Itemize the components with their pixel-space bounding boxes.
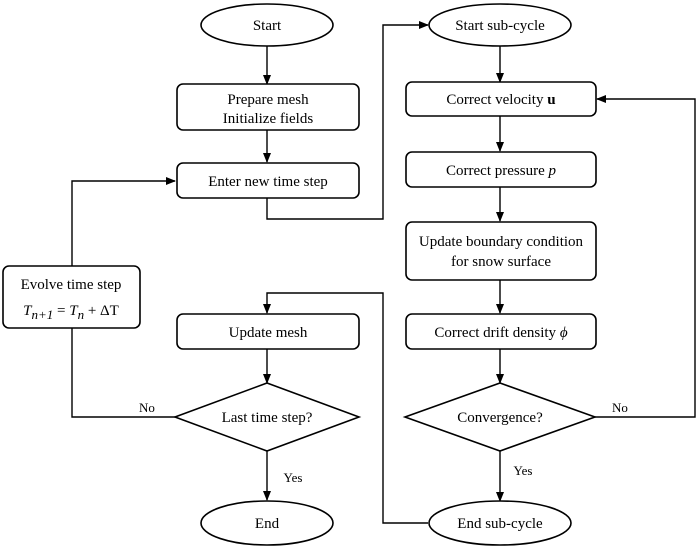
node-update-boundary-condition: Update boundary condition for snow surfa…	[405, 221, 597, 281]
node-convergence: Convergence?	[402, 382, 598, 452]
update-mesh-label: Update mesh	[229, 325, 308, 341]
node-start-sub-cycle: Start sub-cycle	[428, 3, 572, 47]
node-correct-drift-density: Correct drift density ϕ	[405, 313, 597, 350]
last-time-step-label: Last time step?	[222, 410, 313, 426]
prepare-mesh-label-2: Initialize fields	[223, 111, 314, 127]
edge-label-last-yes: Yes	[284, 470, 303, 485]
node-enter-time-step: Enter new time step	[176, 162, 360, 199]
edge-label-last-no: No	[139, 400, 155, 415]
connectors	[71, 21, 696, 524]
node-correct-pressure: Correct pressure p	[405, 151, 597, 188]
enter-time-step-label: Enter new time step	[208, 174, 328, 190]
node-evolve-time-step: Evolve time step Tn+1 = Tn + ΔT	[2, 265, 141, 329]
edge-convergence-no	[595, 95, 696, 418]
end-sub-cycle-label: End sub-cycle	[457, 516, 543, 532]
edge-label-convergence-no: No	[612, 400, 628, 415]
evolve-label: Evolve time step	[21, 277, 122, 293]
update-bc-label-1: Update boundary condition	[419, 234, 584, 250]
node-prepare-mesh: Prepare mesh Initialize fields	[176, 83, 360, 131]
node-correct-velocity: Correct velocity u	[405, 81, 597, 117]
edge-endsub-updatemesh	[263, 292, 428, 524]
start-label: Start	[253, 18, 282, 34]
node-end-sub-cycle: End sub-cycle	[428, 500, 572, 546]
start-sub-cycle-label: Start sub-cycle	[455, 18, 545, 34]
edge-evolve-enter	[71, 177, 176, 266]
edge-label-convergence-yes: Yes	[514, 463, 533, 478]
convergence-label: Convergence?	[457, 410, 543, 426]
node-start: Start	[200, 3, 334, 47]
update-bc-label-2: for snow surface	[451, 254, 551, 270]
node-end: End	[200, 500, 334, 546]
correct-pressure-label: Correct pressure p	[446, 163, 556, 179]
edge-last-no	[71, 328, 175, 418]
correct-velocity-label: Correct velocity u	[446, 92, 555, 108]
correct-drift-label: Correct drift density ϕ	[434, 325, 567, 341]
end-label: End	[255, 516, 280, 532]
prepare-mesh-label-1: Prepare mesh	[227, 92, 309, 108]
node-last-time-step: Last time step?	[172, 382, 362, 452]
node-update-mesh: Update mesh	[176, 313, 360, 350]
evolve-equation: Tn+1 = Tn + ΔT	[23, 303, 119, 322]
edge-enter-subcycle	[266, 21, 429, 220]
